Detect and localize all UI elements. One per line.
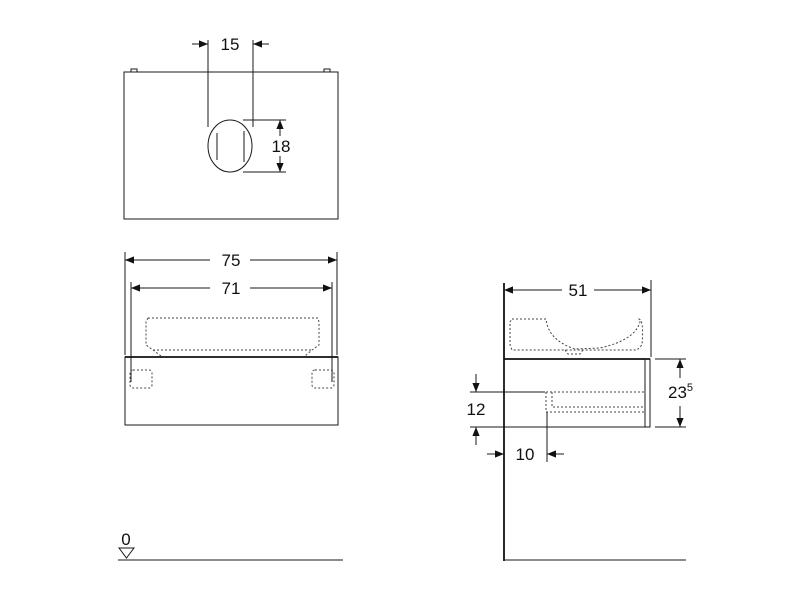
cabinet-side bbox=[503, 358, 646, 428]
cabinet-front bbox=[124, 356, 339, 426]
floor-level-marker: 0 bbox=[118, 530, 343, 561]
cabinet-top-outline bbox=[123, 71, 339, 220]
dim-drawer-offset: 10 bbox=[516, 445, 535, 464]
dim-hole-height: 18 bbox=[272, 137, 291, 156]
washbasin-side-outline bbox=[509, 318, 644, 355]
dim-overall-width: 75 bbox=[222, 251, 241, 270]
siphon-cutout bbox=[207, 119, 253, 173]
drawer-front-panel bbox=[644, 358, 651, 428]
side-view: 51 235 12 10 bbox=[467, 280, 693, 561]
dim-depth: 51 bbox=[569, 281, 588, 300]
top-view: 15 18 bbox=[123, 35, 339, 220]
washbasin-outline bbox=[145, 317, 320, 357]
front-view: 75 71 bbox=[124, 251, 339, 426]
dim-hole-width: 15 bbox=[221, 35, 240, 54]
floor-level-label: 0 bbox=[121, 530, 130, 549]
dim-inner-width: 71 bbox=[222, 279, 241, 298]
dim-drawer-height: 12 bbox=[467, 400, 486, 419]
drawer-outline bbox=[545, 391, 645, 413]
dim-height: 235 bbox=[668, 382, 693, 402]
